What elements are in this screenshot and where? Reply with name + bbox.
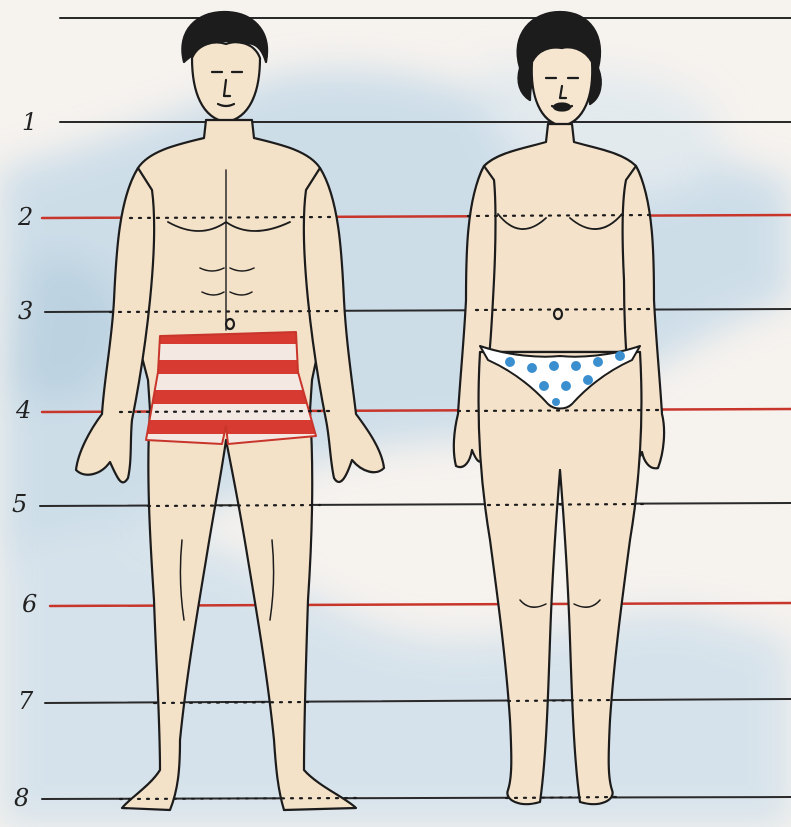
head-unit-label: 7	[18, 689, 33, 713]
head-unit-label: 6	[22, 592, 37, 616]
male-trunks	[146, 332, 316, 444]
head-unit-label: 4	[16, 398, 31, 422]
head-unit-label: 1	[22, 110, 37, 134]
head-unit-label: 3	[18, 299, 33, 323]
head-unit-label: 8	[14, 786, 29, 810]
head-unit-label: 5	[12, 492, 27, 516]
head-unit-label: 2	[18, 205, 33, 229]
